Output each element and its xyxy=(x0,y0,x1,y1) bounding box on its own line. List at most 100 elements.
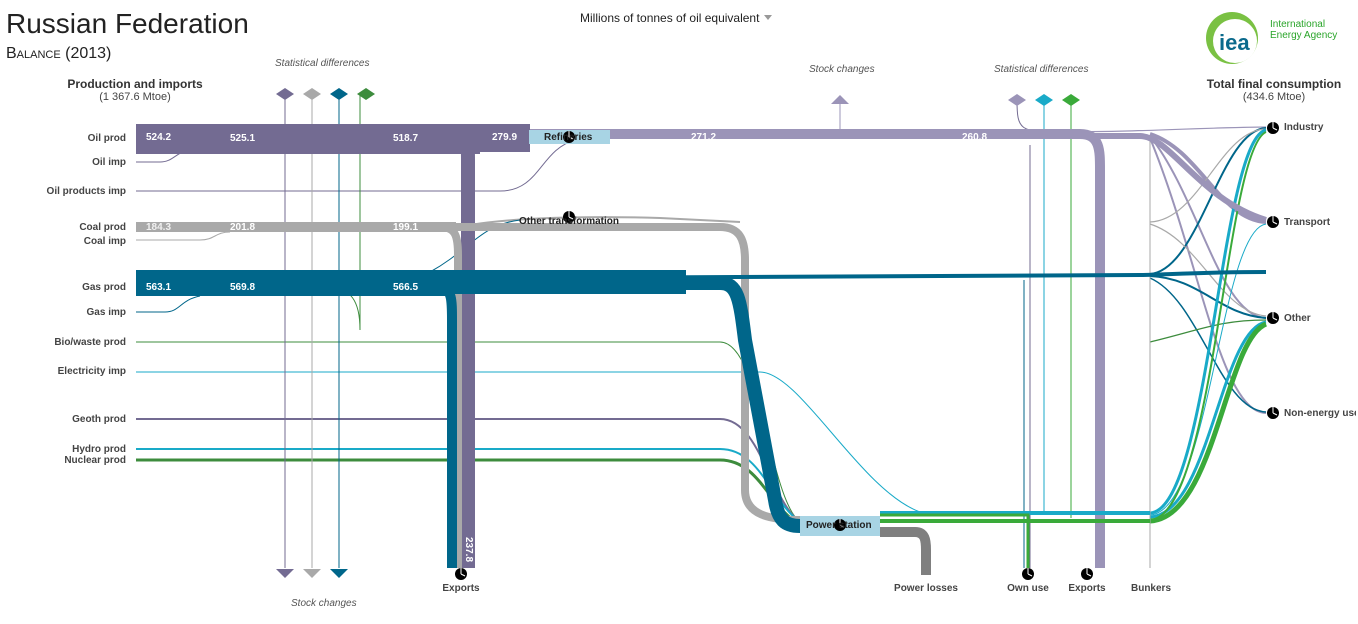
flow-electricity-imp[interactable] xyxy=(136,371,921,513)
flow-statdiff-oil[interactable] xyxy=(1016,99,1061,133)
flow-oil-products-main[interactable] xyxy=(136,129,1105,568)
flow-own-use-heat[interactable] xyxy=(880,513,1030,568)
node-label-refineries[interactable]: Refineries xyxy=(544,132,593,143)
flow-bio-other[interactable] xyxy=(1149,319,1267,343)
value-coal-step1: 201.8 xyxy=(230,222,256,233)
flow-gas-power[interactable] xyxy=(136,276,801,533)
consumer-transport[interactable]: Transport xyxy=(1284,217,1331,228)
value-gas-prod: 563.1 xyxy=(146,282,172,293)
triangle-up-icon[interactable] xyxy=(831,95,849,104)
clock-icon[interactable] xyxy=(1081,568,1093,580)
consumer-industry[interactable]: Industry xyxy=(1284,122,1324,133)
flow-coal-industry[interactable] xyxy=(1149,128,1267,223)
source-coal-prod[interactable]: Coal prod xyxy=(79,222,126,233)
source-oil-prod[interactable]: Oil prod xyxy=(87,133,126,144)
page-subtitle: Balance (2013) xyxy=(6,45,112,62)
consumer-flows xyxy=(1029,126,1268,524)
consumer-other[interactable]: Other xyxy=(1284,313,1311,324)
production-total: (1 367.6 Mtoe) xyxy=(99,91,171,103)
sink-bunkers[interactable]: Bunkers xyxy=(1130,583,1171,594)
value-oil-step1: 525.1 xyxy=(230,133,256,144)
flow-oil-products-imp[interactable] xyxy=(136,139,576,192)
flow-oil-transport[interactable] xyxy=(1149,132,1267,224)
flow-gas-exports[interactable] xyxy=(136,283,457,568)
triangle-down-icon[interactable] xyxy=(276,569,294,578)
flow-gas-imp[interactable] xyxy=(136,295,201,313)
source-gas-imp[interactable]: Gas imp xyxy=(86,307,126,318)
flow-elec-transport[interactable] xyxy=(1149,223,1267,516)
clock-icon[interactable] xyxy=(1022,568,1034,580)
sink-power-losses[interactable]: Power losses xyxy=(894,583,958,594)
chevron-down-icon[interactable] xyxy=(764,15,773,20)
diamond-bio-icon[interactable] xyxy=(357,88,375,100)
diamond-coal-icon[interactable] xyxy=(303,88,321,100)
source-gas-prod[interactable]: Gas prod xyxy=(82,282,126,293)
stat-diff-left-note: Statistical differences xyxy=(275,58,370,69)
flow-heat-industry[interactable] xyxy=(1149,131,1267,521)
flow-oil-exports[interactable] xyxy=(136,132,475,568)
sink-exports-left[interactable]: Exports xyxy=(442,583,480,594)
clock-icon[interactable] xyxy=(1267,312,1279,324)
source-electricity-imp[interactable]: Electricity imp xyxy=(57,366,126,377)
node-label-power-station[interactable]: Power station xyxy=(806,520,872,531)
unit-selector-label: Millions of tonnes of oil equivalent xyxy=(580,11,760,25)
source-oil-products-imp[interactable]: Oil products imp xyxy=(46,186,126,197)
stock-change-markers xyxy=(276,95,849,578)
production-header: Production and imports xyxy=(67,77,203,91)
stat-diff-right-note: Statistical differences xyxy=(994,64,1089,75)
clock-icon[interactable] xyxy=(563,211,575,223)
diamond-oilproducts-icon[interactable] xyxy=(1008,94,1026,106)
clock-icon[interactable] xyxy=(834,519,846,531)
value-refinery-in: 279.9 xyxy=(492,132,518,143)
value-gas-step1: 569.8 xyxy=(230,282,256,293)
flow-elec-other[interactable] xyxy=(1149,320,1267,519)
diamond-oil-icon[interactable] xyxy=(276,88,294,100)
flow-power-losses[interactable] xyxy=(880,527,931,575)
diamond-heat-icon[interactable] xyxy=(1062,94,1080,106)
flow-coal-imp[interactable] xyxy=(136,231,231,241)
source-bio-waste-prod[interactable]: Bio/waste prod xyxy=(54,337,126,348)
unit-selector[interactable]: Millions of tonnes of oil equivalent xyxy=(580,11,773,25)
triangle-down-icon[interactable] xyxy=(330,569,348,578)
triangle-down-icon[interactable] xyxy=(303,569,321,578)
flow-gas-other[interactable] xyxy=(1149,275,1267,319)
diamond-electricity-icon[interactable] xyxy=(1035,94,1053,106)
stat-diff-markers xyxy=(276,88,1080,106)
flow-oil-nonenergy[interactable] xyxy=(1149,137,1267,414)
flow-gas-industry[interactable] xyxy=(1149,127,1267,275)
diamond-gas-icon[interactable] xyxy=(330,88,348,100)
source-oil-imp[interactable]: Oil imp xyxy=(92,157,126,168)
source-nuclear-prod[interactable]: Nuclear prod xyxy=(64,455,126,466)
value-refinery-out: 271.2 xyxy=(691,132,717,143)
source-coal-imp[interactable]: Coal imp xyxy=(83,236,126,247)
clock-icon[interactable] xyxy=(1267,407,1279,419)
source-geoth-prod[interactable]: Geoth prod xyxy=(72,414,126,425)
node-label-other-transformation[interactable]: Other transformation xyxy=(519,216,620,227)
clock-icon[interactable] xyxy=(1267,216,1279,228)
consumer-non-energy-use[interactable]: Non-energy use xyxy=(1284,408,1356,419)
flow-heat-other[interactable] xyxy=(1149,321,1268,524)
value-coal-step2: 199.1 xyxy=(393,222,419,233)
minor-source-flows xyxy=(136,95,1151,568)
consumption-header: Total final consumption xyxy=(1206,77,1342,91)
flow-gas-consumers[interactable] xyxy=(135,270,1267,282)
clock-icon[interactable] xyxy=(1267,122,1279,134)
clock-icon[interactable] xyxy=(563,131,575,143)
clock-icon[interactable] xyxy=(455,568,467,580)
iea-logo-mark: iea International Energy Agency xyxy=(1206,12,1337,64)
source-hydro-prod[interactable]: Hydro prod xyxy=(72,444,126,455)
logo-mark-text: iea xyxy=(1219,30,1250,55)
flow-oil-to-transport[interactable] xyxy=(610,133,1267,223)
sink-own-use[interactable]: Own use xyxy=(1007,583,1049,594)
value-coal-prod: 184.3 xyxy=(146,222,172,233)
flow-coal-other[interactable] xyxy=(1149,223,1267,317)
flow-hydro-prod[interactable] xyxy=(136,448,801,523)
value-oil-consumers: 260.8 xyxy=(962,132,988,143)
band-coal-prod xyxy=(136,222,456,232)
sink-exports-right[interactable]: Exports xyxy=(1068,583,1106,594)
stock-changes-top-note: Stock changes xyxy=(809,64,875,75)
flow-elec-industry[interactable] xyxy=(1149,128,1267,515)
consumption-total: (434.6 Mtoe) xyxy=(1242,91,1306,103)
flow-oil-other[interactable] xyxy=(1149,135,1267,319)
